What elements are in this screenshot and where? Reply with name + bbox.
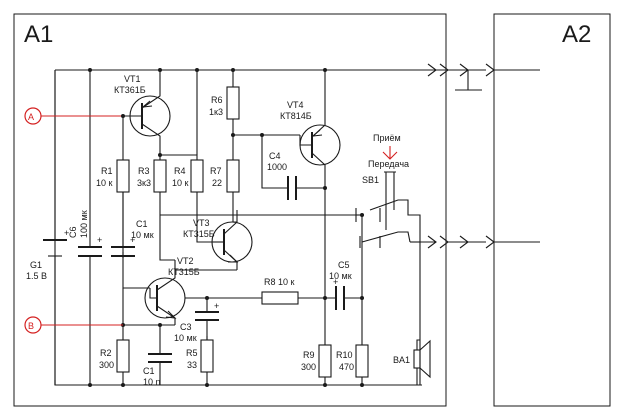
sb1-label: SB1 <box>362 175 379 185</box>
r4-name: R4 <box>174 166 186 176</box>
c1-value: 10 мк <box>131 230 154 240</box>
r5-name: R5 <box>186 348 198 358</box>
c6-value: 100 мк <box>79 210 89 238</box>
c5-value: 10 мк <box>329 271 352 281</box>
c4-name: C4 <box>269 151 281 161</box>
c1b-value: 10 n <box>143 377 161 387</box>
svg-text:B: B <box>28 321 34 331</box>
arrow-down-icon <box>382 146 398 160</box>
block-a1-frame <box>13 13 447 407</box>
resistor-r7: R7 22 <box>210 133 300 223</box>
c1b-name: C1 <box>143 366 155 376</box>
r2-value: 300 <box>99 360 114 370</box>
r6-value: 1к3 <box>209 107 223 117</box>
vt3-name: VT3 <box>193 218 210 228</box>
vt2-name: VT2 <box>177 256 194 266</box>
c3-value: 10 мк <box>174 333 197 343</box>
r9-name: R9 <box>303 350 315 360</box>
receive-label: Приём <box>373 133 401 143</box>
svg-text:+: + <box>214 301 219 311</box>
capacitor-c1: + C1 10 мк <box>111 192 154 289</box>
transistor-vt3: VT3 КТ315Б <box>175 210 253 271</box>
mode-labels: Приём Передача <box>368 133 409 169</box>
ba1-label: BA1 <box>393 355 410 365</box>
r9-value: 300 <box>301 362 316 372</box>
vt2-type: КТ315Б <box>168 267 200 277</box>
vt1-type: КТ361Б <box>114 85 146 95</box>
transmit-label: Передача <box>368 159 409 169</box>
resistor-r9: R9 300 <box>301 298 332 385</box>
transistor-vt2: VT2 КТ315Б <box>123 215 200 327</box>
capacitor-c1-small: C1 10 n <box>143 325 172 387</box>
c1-name: C1 <box>136 219 148 229</box>
terminal-b: B <box>24 316 123 334</box>
r10-value: 470 <box>339 362 354 372</box>
resistor-r6: R6 1к3 <box>209 68 240 135</box>
vt1-name: VT1 <box>124 74 141 84</box>
vt4-type: КТ814Б <box>280 111 312 121</box>
capacitor-c3: + C3 10 мк <box>174 296 262 343</box>
c5-name: C5 <box>338 260 350 270</box>
c6-name: C6 <box>68 226 78 238</box>
speaker-ba1: BA1 <box>393 339 431 385</box>
r8-label: R8 10 к <box>264 277 295 287</box>
terminal-a: A <box>24 107 125 125</box>
battery-g1: + G1 1.5 В <box>26 70 69 385</box>
interconnect-lines <box>410 63 540 249</box>
resistor-r8: R8 10 к <box>261 277 336 305</box>
capacitor-c4: C4 1000 <box>260 133 327 200</box>
vt3-type: КТ315Б <box>183 229 215 239</box>
r5-value: 33 <box>187 360 197 370</box>
block-a2-frame <box>493 13 611 407</box>
r10-name: R10 <box>336 350 353 360</box>
block-a2-label: A2 <box>562 21 591 48</box>
svg-text:+: + <box>130 235 135 245</box>
g1-name: G1 <box>30 260 42 270</box>
r2-name: R2 <box>100 348 112 358</box>
g1-value: 1.5 В <box>26 271 47 281</box>
r3-value: 3к3 <box>137 178 151 188</box>
vt4-name: VT4 <box>287 100 304 110</box>
svg-text:+: + <box>64 228 69 238</box>
capacitor-c6: + C6 100 мк <box>68 68 102 387</box>
resistor-r2: R2 300 <box>99 288 130 387</box>
transistor-vt4: VT4 КТ814Б <box>280 68 341 300</box>
resistor-r10: R10 470 <box>336 215 369 385</box>
transistor-vt1: VT1 КТ361Б <box>114 68 171 155</box>
c4-value: 1000 <box>267 162 287 172</box>
r1-name: R1 <box>101 166 113 176</box>
capacitor-c5: + C5 10 мк <box>329 260 362 310</box>
switch-sb1: SB1 <box>160 171 421 385</box>
resistor-r5: R5 33 <box>186 336 214 385</box>
block-a1-label: A1 <box>24 21 53 48</box>
c3-name: C3 <box>180 322 192 332</box>
svg-text:+: + <box>333 277 338 287</box>
svg-text:A: A <box>28 112 34 122</box>
r4-value: 10 к <box>172 178 189 188</box>
r7-name: R7 <box>210 166 222 176</box>
r7-value: 22 <box>212 178 222 188</box>
svg-text:+: + <box>97 235 102 245</box>
r1-value: 10 к <box>96 178 113 188</box>
resistor-r4: R4 10 к <box>160 68 212 243</box>
resistor-r3: R3 3к3 <box>137 153 167 215</box>
r3-name: R3 <box>138 166 150 176</box>
r6-name: R6 <box>211 95 223 105</box>
